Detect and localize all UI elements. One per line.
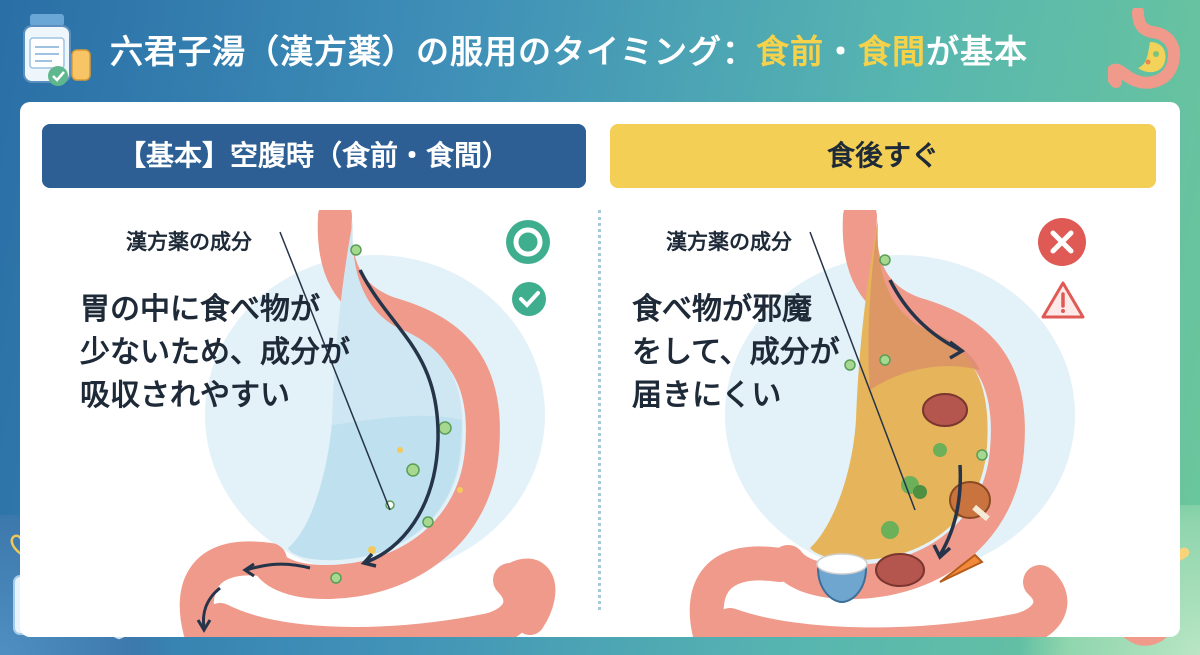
left-description-line: 少ないため、成分が [80, 335, 350, 370]
column-divider [598, 210, 601, 610]
right-description: 食べ物が邪魔 をして、成分が 届きにくい [632, 288, 840, 417]
empty-stomach-illustration [179, 210, 556, 637]
warning-icon [1041, 281, 1085, 319]
double-circle-ok-icon [506, 220, 550, 264]
cross-icon [1038, 218, 1086, 266]
right-description-line: 食べ物が邪魔 [632, 292, 812, 327]
left-description-line: 吸収されやすい [80, 378, 290, 413]
medicine-bottle-icon [23, 14, 91, 86]
full-stomach-illustration [689, 210, 1075, 637]
stomach-icon [1108, 8, 1180, 89]
right-header: 食後すぐ [610, 124, 1156, 188]
content-panel: 【基本】空腹時（食前・食間） 食後すぐ [20, 102, 1180, 637]
right-ingredient-label: 漢方薬の成分 [666, 230, 792, 254]
right-description-line: 届きにくい [632, 378, 782, 413]
left-description: 胃の中に食べ物が 少ないため、成分が 吸収されやすい [80, 288, 350, 417]
left-ingredient-label: 漢方薬の成分 [126, 230, 252, 254]
left-description-line: 胃の中に食べ物が [80, 292, 320, 327]
left-header: 【基本】空腹時（食前・食間） [42, 124, 586, 188]
page-title: 六君子湯（漢方薬）の服用のタイミング：食前・食間が基本 [110, 32, 1028, 71]
check-icon [512, 282, 546, 316]
right-description-line: をして、成分が [632, 335, 840, 370]
